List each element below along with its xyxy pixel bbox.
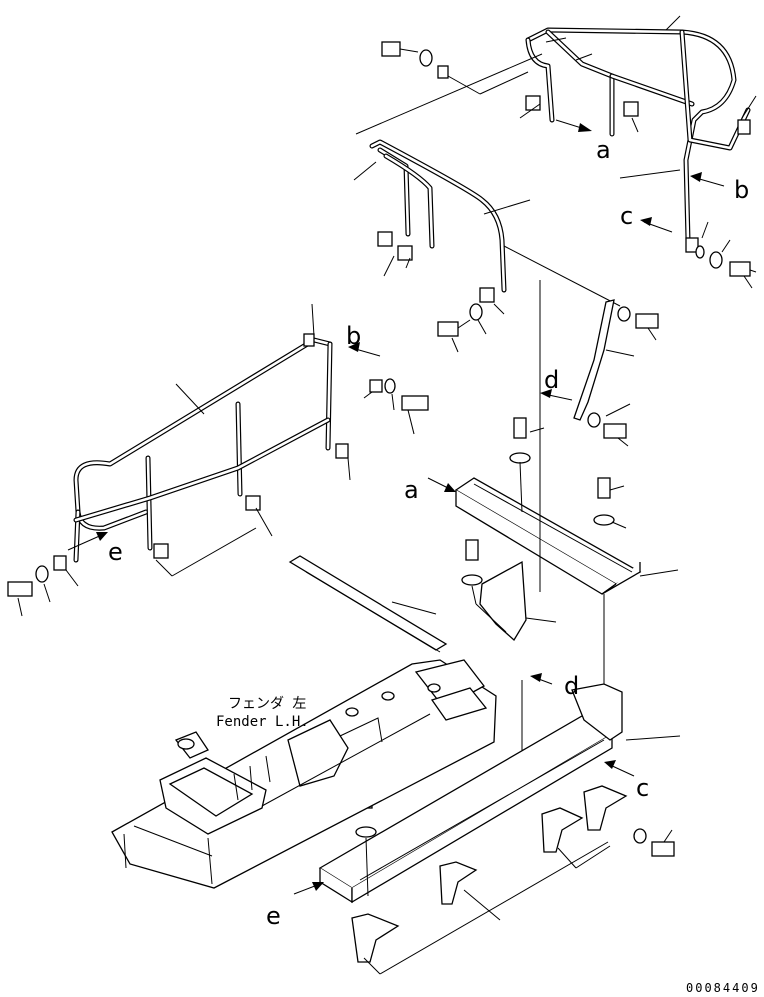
fender-stays (351, 785, 628, 975)
bolt-washer-toolbox (427, 417, 627, 529)
view-label-a-toolbox: a (404, 476, 419, 504)
handrail-center (369, 139, 507, 303)
view-label-d-fender: d (564, 672, 579, 700)
bolt-washer-set-middle (437, 303, 505, 353)
view-label-c-fender: c (636, 774, 649, 802)
bolt-washer-set-left-lower (7, 565, 79, 617)
view-label-b-top: b (734, 176, 749, 204)
note-japanese: フェンダ 左 (228, 696, 306, 712)
handrail-left (53, 333, 349, 571)
toolbox-upper (454, 477, 679, 595)
drawing-number: 00084409 (686, 981, 760, 995)
bolt-washer-set-top (381, 41, 529, 95)
view-label-a-top: a (596, 136, 611, 164)
handrail-right-rear (525, 27, 751, 253)
stay-bracket (573, 299, 659, 447)
note-english: Fender L.H. (216, 714, 309, 730)
view-label-d-stay: d (544, 366, 559, 394)
view-label-b-left: b (346, 322, 361, 350)
bolt-washer-set-right (695, 245, 757, 277)
rail-bracket (288, 555, 448, 653)
bolt-washer-set-left-upper (311, 303, 429, 435)
view-label-e-left: e (108, 538, 123, 566)
fender-lower (293, 683, 681, 904)
bracket-cover (461, 539, 557, 642)
view-label-e-fender: e (266, 902, 281, 930)
view-label-c-top: c (620, 202, 633, 230)
machine-frame (111, 659, 497, 889)
